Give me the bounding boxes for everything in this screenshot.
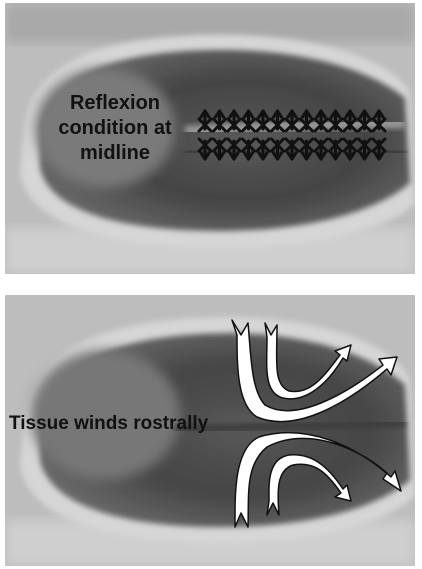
micrograph-image-bottom: [5, 295, 415, 566]
reflexion-label-line-1: Reflexion: [69, 92, 161, 114]
reflexion-label-line-2: condition at: [58, 117, 172, 139]
micrograph-panel-top: Reflexion condition at midline: [5, 3, 415, 274]
micrograph-panel-bottom: Tissue winds rostrally: [5, 295, 415, 566]
tissue-winds-label: Tissue winds rostrally: [9, 413, 209, 434]
reflexion-label: Reflexion condition at midline: [50, 91, 180, 166]
cross-stitch-arrows-icon: [197, 109, 387, 161]
micrograph-image-top: [5, 3, 415, 274]
reflexion-label-line-3: midline: [79, 142, 150, 164]
curved-arrows-icon: [231, 319, 402, 528]
